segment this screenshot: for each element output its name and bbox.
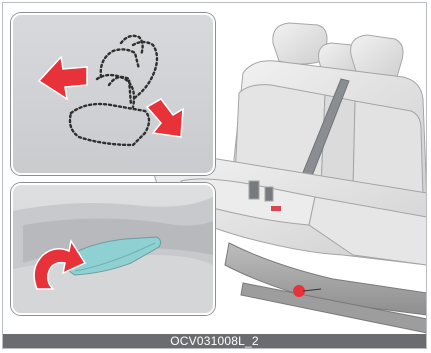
lever-detail-inset [11, 183, 215, 315]
forward-red-arrow-icon [39, 57, 87, 99]
slide-adjust-inset [11, 13, 215, 175]
dotted-seat-outline-icon [70, 36, 157, 145]
backward-red-arrow-icon [147, 99, 183, 137]
figure-caption: OCV031008L_2 [3, 334, 426, 348]
illustration-frame: OCV031008L_2 [2, 2, 427, 349]
